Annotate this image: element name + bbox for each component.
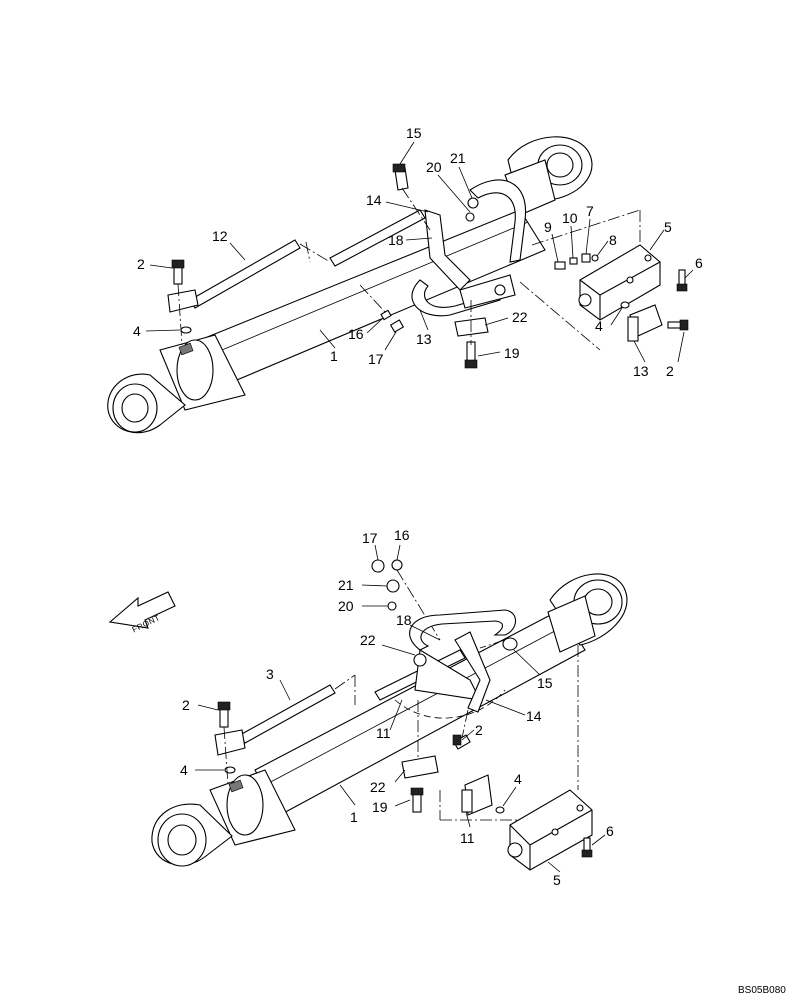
callout-l11a: 11 [376, 725, 391, 741]
callout-u14: 14 [366, 192, 382, 208]
callout-u13a: 13 [416, 331, 432, 347]
callout-l5: 5 [553, 872, 561, 888]
callout-u10: 10 [562, 210, 578, 226]
upper-cylinder-tube [107, 136, 593, 434]
callout-u17: 17 [368, 351, 384, 367]
callout-l3: 3 [266, 666, 274, 682]
callout-u7: 7 [586, 203, 594, 219]
callout-l2b: 2 [475, 722, 483, 738]
lower-valve-block [507, 645, 593, 871]
lower-bolt-2 [452, 709, 471, 750]
lower-bolt-6 [581, 837, 593, 858]
lower-cylinder-tube [151, 573, 628, 867]
callout-u20: 20 [426, 159, 442, 175]
callout-l18: 18 [396, 612, 412, 628]
callout-l15: 15 [537, 675, 553, 691]
upper-clamp [392, 163, 479, 291]
callout-u15: 15 [406, 125, 422, 141]
callout-l19: 19 [372, 799, 388, 815]
callout-l22a: 22 [360, 632, 376, 648]
callout-l20: 20 [338, 598, 354, 614]
callout-u12: 12 [212, 228, 228, 244]
lower-assembly: FRONT [108, 527, 628, 888]
upper-assembly: 15 20 21 14 18 12 2 4 16 17 1 13 19 22 9… [107, 125, 703, 434]
callout-u13b: 13 [633, 363, 649, 379]
callout-u6: 6 [695, 255, 703, 271]
callout-u2b: 2 [666, 363, 674, 379]
callout-l4b: 4 [514, 771, 522, 787]
callout-l6: 6 [606, 823, 614, 839]
upper-callouts: 15 20 21 14 18 12 2 4 16 17 1 13 19 22 9… [133, 125, 703, 379]
lower-fittings [371, 559, 441, 641]
callout-u5: 5 [664, 219, 672, 235]
lower-pipe-11 [394, 609, 517, 719]
lower-flange-11 [439, 774, 525, 821]
callout-l22b: 22 [370, 779, 386, 795]
lower-clamp-22 [401, 700, 439, 813]
callout-u19: 19 [504, 345, 520, 361]
callout-l14: 14 [526, 708, 542, 724]
callout-u9: 9 [544, 219, 552, 235]
callout-l2a: 2 [182, 697, 190, 713]
callout-u8: 8 [609, 232, 617, 248]
upper-leaders [145, 141, 694, 363]
callout-u4a: 4 [133, 323, 141, 339]
drawing-code: BS05B080 [738, 985, 786, 996]
callout-u2a: 2 [137, 256, 145, 272]
callout-u4b: 4 [595, 318, 603, 334]
upper-pipe-13 [411, 179, 527, 317]
upper-fittings-16-17 [359, 284, 405, 333]
front-arrow: FRONT [108, 591, 176, 634]
upper-clamp-22 [454, 300, 489, 369]
upper-bolt-6 [676, 269, 688, 292]
callout-l16: 16 [394, 527, 410, 543]
upper-flange-13 [620, 301, 689, 342]
lower-callouts: 17 16 21 20 18 22 15 3 2 11 14 2 4 22 4 … [180, 527, 614, 888]
upper-flange-block [167, 259, 199, 346]
lower-leaders [195, 544, 606, 873]
callout-u22: 22 [512, 309, 528, 325]
callout-l11b: 11 [460, 830, 475, 846]
lower-clamp [454, 631, 518, 713]
callout-u18: 18 [388, 232, 404, 248]
upper-valve-block [519, 209, 661, 351]
callout-u16: 16 [348, 326, 364, 342]
callout-l4a: 4 [180, 762, 188, 778]
callout-l17: 17 [362, 530, 378, 546]
callout-l1: 1 [350, 809, 358, 825]
callout-l21: 21 [338, 577, 354, 593]
callout-u1: 1 [330, 348, 338, 364]
lower-flange-block [214, 701, 246, 786]
callout-u21: 21 [450, 150, 466, 166]
